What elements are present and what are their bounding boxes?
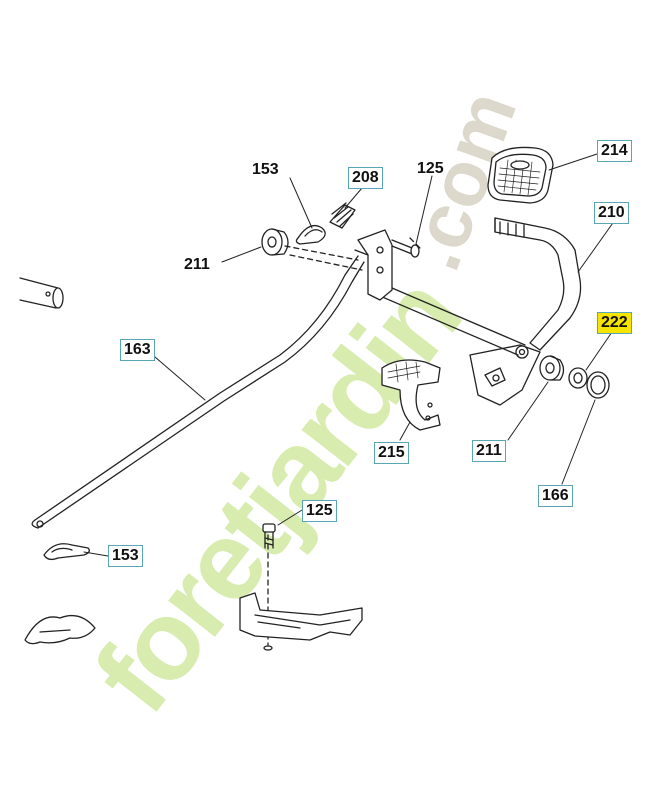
callout-163: 163 (120, 339, 155, 361)
part-215-pedal-pad (381, 359, 441, 431)
callout-125-top: 125 (417, 160, 444, 177)
leader-lines (83, 152, 616, 557)
part-125-bolt-bottom (262, 523, 276, 549)
part-214-grip (487, 146, 554, 204)
shaft (379, 284, 526, 356)
bottom-bracket (239, 592, 363, 651)
bracket (354, 229, 393, 301)
callout-208: 208 (348, 167, 383, 189)
callout-214: 214 (597, 140, 632, 162)
part-210-pedal-lever (469, 217, 582, 406)
callout-222: 222 (597, 312, 632, 334)
callout-153-top: 153 (252, 161, 279, 178)
tube-stub (19, 277, 64, 309)
blade-fragment (24, 614, 96, 645)
part-166-ring (586, 371, 610, 399)
callout-153-bottom: 153 (108, 545, 143, 567)
part-125-bolt-top (391, 239, 420, 258)
callout-125-bottom: 125 (302, 500, 337, 522)
part-153-clip-top (295, 224, 326, 245)
callout-211-top: 211 (184, 256, 210, 273)
callout-166: 166 (538, 485, 573, 507)
part-208-spring (329, 202, 356, 229)
part-211-bushing-top (261, 228, 289, 256)
part-222-washer (568, 367, 588, 389)
part-153-clip-bottom (43, 543, 90, 561)
callout-211-right: 211 (472, 440, 506, 462)
callout-215: 215 (374, 442, 409, 464)
callout-210: 210 (594, 202, 629, 224)
part-211-bushing-right (539, 355, 565, 381)
part-163-rod (31, 255, 365, 529)
